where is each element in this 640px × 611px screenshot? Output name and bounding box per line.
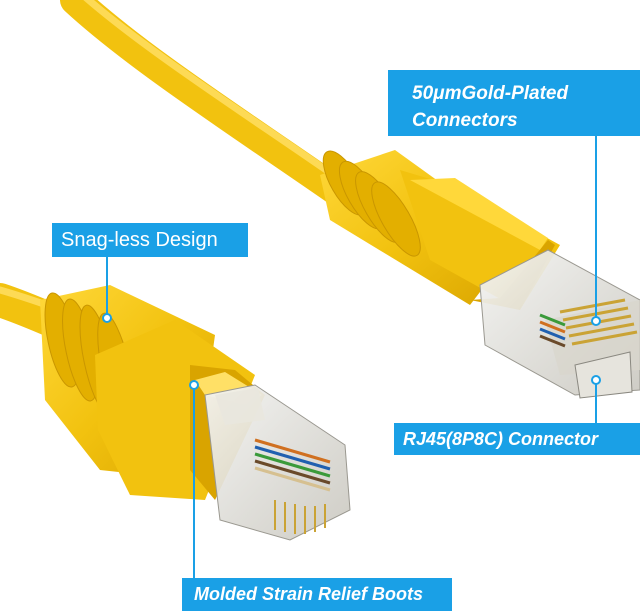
rj45-label: RJ45(8P8C) Connector bbox=[403, 429, 599, 449]
lower-rj45-plug bbox=[204, 384, 351, 541]
gold-plated-line1: 50μmGold-Plated bbox=[412, 83, 569, 104]
snagless-dot bbox=[102, 313, 112, 323]
strain-relief-leader bbox=[193, 385, 195, 578]
upper-cable bbox=[60, 0, 640, 399]
strain-relief-dot bbox=[189, 380, 199, 390]
upper-rj45-plug bbox=[479, 249, 640, 399]
gold-plated-leader bbox=[595, 136, 597, 321]
callout-leaders bbox=[102, 136, 601, 578]
lower-cable bbox=[0, 283, 351, 541]
gold-plated-callout: 50μmGold-Plated Connectors bbox=[388, 70, 640, 136]
rj45-dot bbox=[591, 375, 601, 385]
rj45-leader bbox=[595, 380, 597, 423]
gold-plated-dot bbox=[591, 316, 601, 326]
gold-plated-line2: Connectors bbox=[412, 110, 518, 131]
snagless-callout: Snag-less Design bbox=[52, 223, 248, 257]
strain-relief-callout: Molded Strain Relief Boots bbox=[182, 578, 452, 611]
strain-relief-label: Molded Strain Relief Boots bbox=[194, 584, 424, 604]
snagless-label: Snag-less Design bbox=[61, 229, 218, 251]
snagless-leader bbox=[106, 257, 108, 318]
upper-cable-jacket bbox=[60, 0, 365, 215]
rj45-callout: RJ45(8P8C) Connector bbox=[394, 423, 640, 455]
